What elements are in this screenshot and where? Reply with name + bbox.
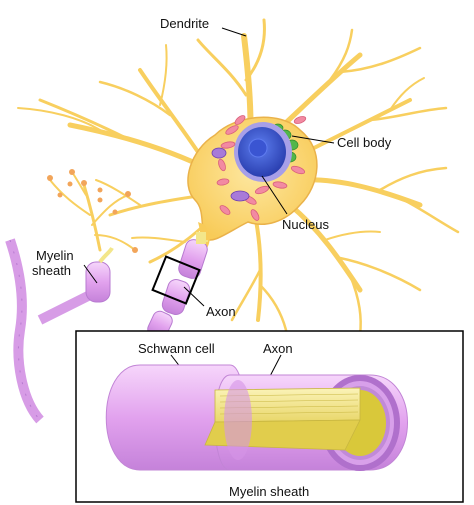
label-inset-myelin-sheath: Myelin sheath: [229, 484, 310, 499]
label-inset-schwann-cell: Schwann cell: [138, 341, 215, 356]
label-axon: Axon: [206, 304, 236, 319]
dendrite-tips: [47, 169, 138, 253]
hillock-junction: [196, 232, 206, 244]
mitochondria: [211, 147, 250, 202]
label-nucleus: Nucleus: [282, 217, 329, 232]
dendrites: [17, 18, 460, 337]
label-dendrite: Dendrite: [160, 16, 210, 31]
axon-zoom-box: [151, 255, 201, 305]
nucleolus: [248, 138, 268, 158]
label-inset-axon: Axon: [263, 341, 293, 356]
label-cell-body: Cell body: [337, 135, 392, 150]
label-myelin-sheath-line1: Myelin: [36, 248, 74, 263]
inset-cross-section: [105, 364, 408, 471]
small-axon-connector: [98, 246, 114, 264]
label-myelin-sheath-line2: sheath: [32, 263, 72, 278]
axon-left-segment: [5, 238, 111, 424]
axon-myelinated: [147, 239, 208, 340]
